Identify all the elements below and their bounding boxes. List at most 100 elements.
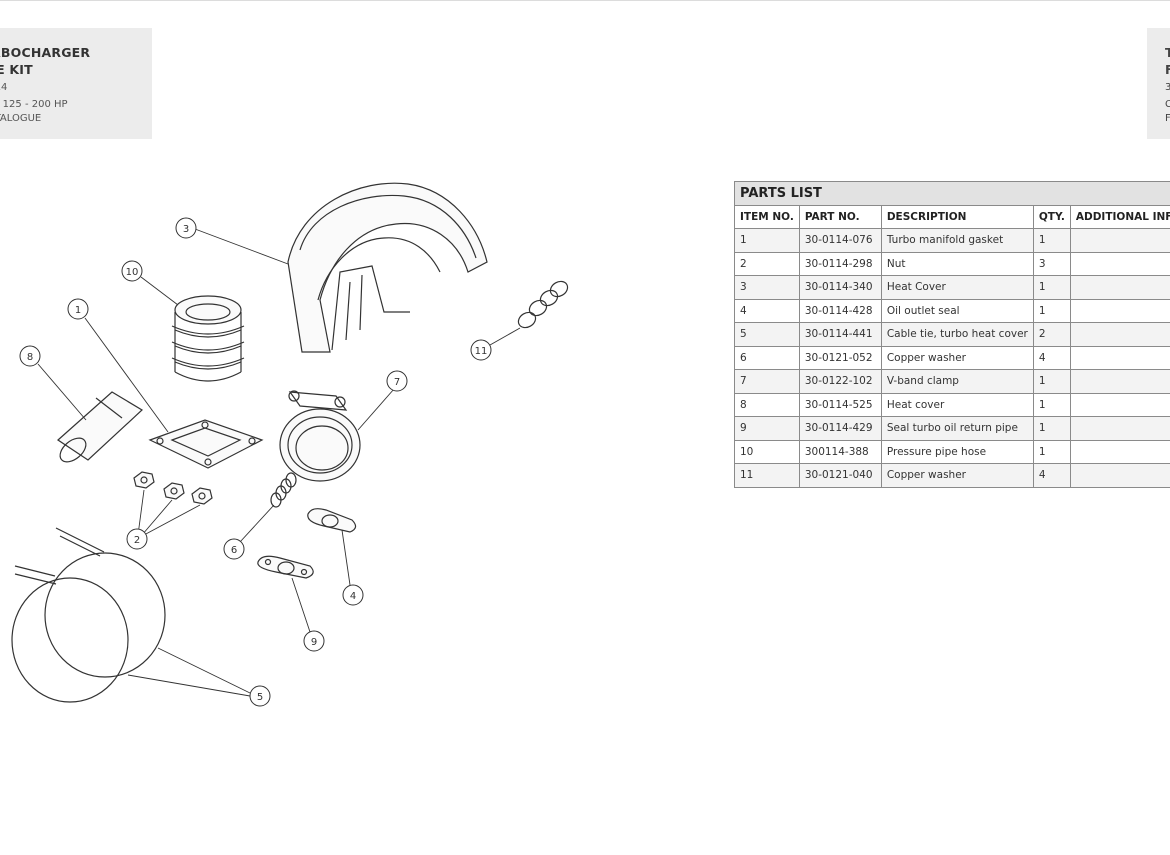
- description-cell: Cable tie, turbo heat cover: [880, 322, 1034, 347]
- qty-cell: 1: [1032, 369, 1071, 394]
- item-no-cell: 11: [734, 463, 800, 488]
- next-title-line1: T: [1165, 45, 1170, 60]
- callout-6: 6: [231, 545, 237, 556]
- callout-9: 9: [311, 637, 317, 648]
- copper-washers-part: [270, 472, 297, 508]
- description-cell: V-band clamp: [880, 369, 1034, 394]
- pressure-hose-part: [171, 295, 245, 382]
- callout-bubbles: [19, 217, 492, 707]
- part-no-cell: 30-0114-076: [798, 228, 882, 253]
- copper-washers-11-part: [517, 280, 569, 329]
- part-no-cell: 30-0114-441: [798, 322, 882, 347]
- qty-cell: 1: [1032, 392, 1071, 417]
- part-no-cell: 30-0114-298: [798, 251, 882, 276]
- item-no-cell: 1: [734, 228, 800, 253]
- additional-info-cell: [1069, 439, 1170, 464]
- qty-cell: 1: [1032, 439, 1071, 464]
- qty-cell: 1: [1032, 228, 1071, 253]
- leader-lines: [37, 228, 521, 697]
- callout-7: 7: [394, 377, 400, 388]
- callout-11: 11: [475, 346, 488, 357]
- additional-info-cell: [1069, 463, 1170, 488]
- description-cell: Nut: [880, 251, 1034, 276]
- part-no-cell: 30-0121-052: [798, 345, 882, 370]
- qty-cell: 1: [1032, 416, 1071, 441]
- part-no-cell: 300114-388: [798, 439, 882, 464]
- qty-cell: 4: [1032, 345, 1071, 370]
- part-no-cell: 30-0121-040: [798, 463, 882, 488]
- kit-part-number: 90-914: [0, 82, 8, 93]
- callout-5: 5: [257, 692, 263, 703]
- page-top-border: [0, 0, 1170, 1]
- cable-ties-part: [11, 527, 166, 703]
- additional-info-cell: [1069, 322, 1170, 347]
- part-no-cell: 30-0122-102: [798, 369, 882, 394]
- item-no-cell: 7: [734, 369, 800, 394]
- kit-title-line2: VICE KIT: [0, 62, 33, 77]
- additional-info-cell: [1069, 228, 1170, 253]
- kit-title-line1: TURBOCHARGER: [0, 45, 91, 60]
- callout-1: 1: [75, 305, 81, 316]
- next-engine-range: C: [1165, 99, 1170, 110]
- additional-info-cell: [1069, 392, 1170, 417]
- oil-return-seal-part: [257, 555, 314, 579]
- next-catalogue-label: F: [1165, 113, 1170, 124]
- parts-list-title: PARTS LIST: [734, 181, 1170, 206]
- description-cell: Pressure pipe hose: [880, 439, 1034, 464]
- col-header-description: DESCRIPTION: [880, 205, 1034, 229]
- additional-info-cell: [1069, 345, 1170, 370]
- callout-2: 2: [134, 535, 140, 546]
- description-cell: Oil outlet seal: [880, 298, 1034, 323]
- heat-cover-part: [287, 182, 488, 353]
- item-no-cell: 5: [734, 322, 800, 347]
- next-title-line2: F: [1165, 62, 1170, 77]
- description-cell: Seal turbo oil return pipe: [880, 416, 1034, 441]
- exploded-view-drawing: 3 10 1 8 2 7 6 4 9 5 11: [0, 160, 720, 740]
- nuts-part: [133, 471, 213, 505]
- header-title-block: TURBOCHARGER VICE KIT 90-914 IESEL 125 -…: [0, 28, 152, 139]
- manifold-gasket-part: [148, 419, 264, 469]
- vband-clamp-part: [279, 390, 361, 482]
- callout-10: 10: [126, 267, 139, 278]
- col-header-part-no: PART NO.: [798, 205, 882, 229]
- heat-sleeve-part: [57, 391, 143, 463]
- part-no-cell: 30-0114-340: [798, 275, 882, 300]
- item-no-cell: 3: [734, 275, 800, 300]
- callout-8: 8: [27, 352, 33, 363]
- description-cell: Heat cover: [880, 392, 1034, 417]
- qty-cell: 3: [1032, 251, 1071, 276]
- description-cell: Copper washer: [880, 345, 1034, 370]
- item-no-cell: 2: [734, 251, 800, 276]
- item-no-cell: 9: [734, 416, 800, 441]
- item-no-cell: 6: [734, 345, 800, 370]
- additional-info-cell: [1069, 251, 1170, 276]
- part-no-cell: 30-0114-428: [798, 298, 882, 323]
- col-header-qty: QTY.: [1032, 205, 1071, 229]
- description-cell: Heat Cover: [880, 275, 1034, 300]
- next-page-title-block: T F 3 C F: [1147, 28, 1170, 139]
- part-no-cell: 30-0114-525: [798, 392, 882, 417]
- description-cell: Copper washer: [880, 463, 1034, 488]
- description-cell: Turbo manifold gasket: [880, 228, 1034, 253]
- item-no-cell: 10: [734, 439, 800, 464]
- additional-info-cell: [1069, 416, 1170, 441]
- callout-3: 3: [183, 224, 189, 235]
- next-part-number: 3: [1165, 82, 1170, 93]
- qty-cell: 1: [1032, 298, 1071, 323]
- additional-info-cell: [1069, 298, 1170, 323]
- col-header-item-no: ITEM NO.: [734, 205, 800, 229]
- oil-outlet-seal-part: [307, 508, 357, 533]
- callout-4: 4: [350, 591, 356, 602]
- qty-cell: 1: [1032, 275, 1071, 300]
